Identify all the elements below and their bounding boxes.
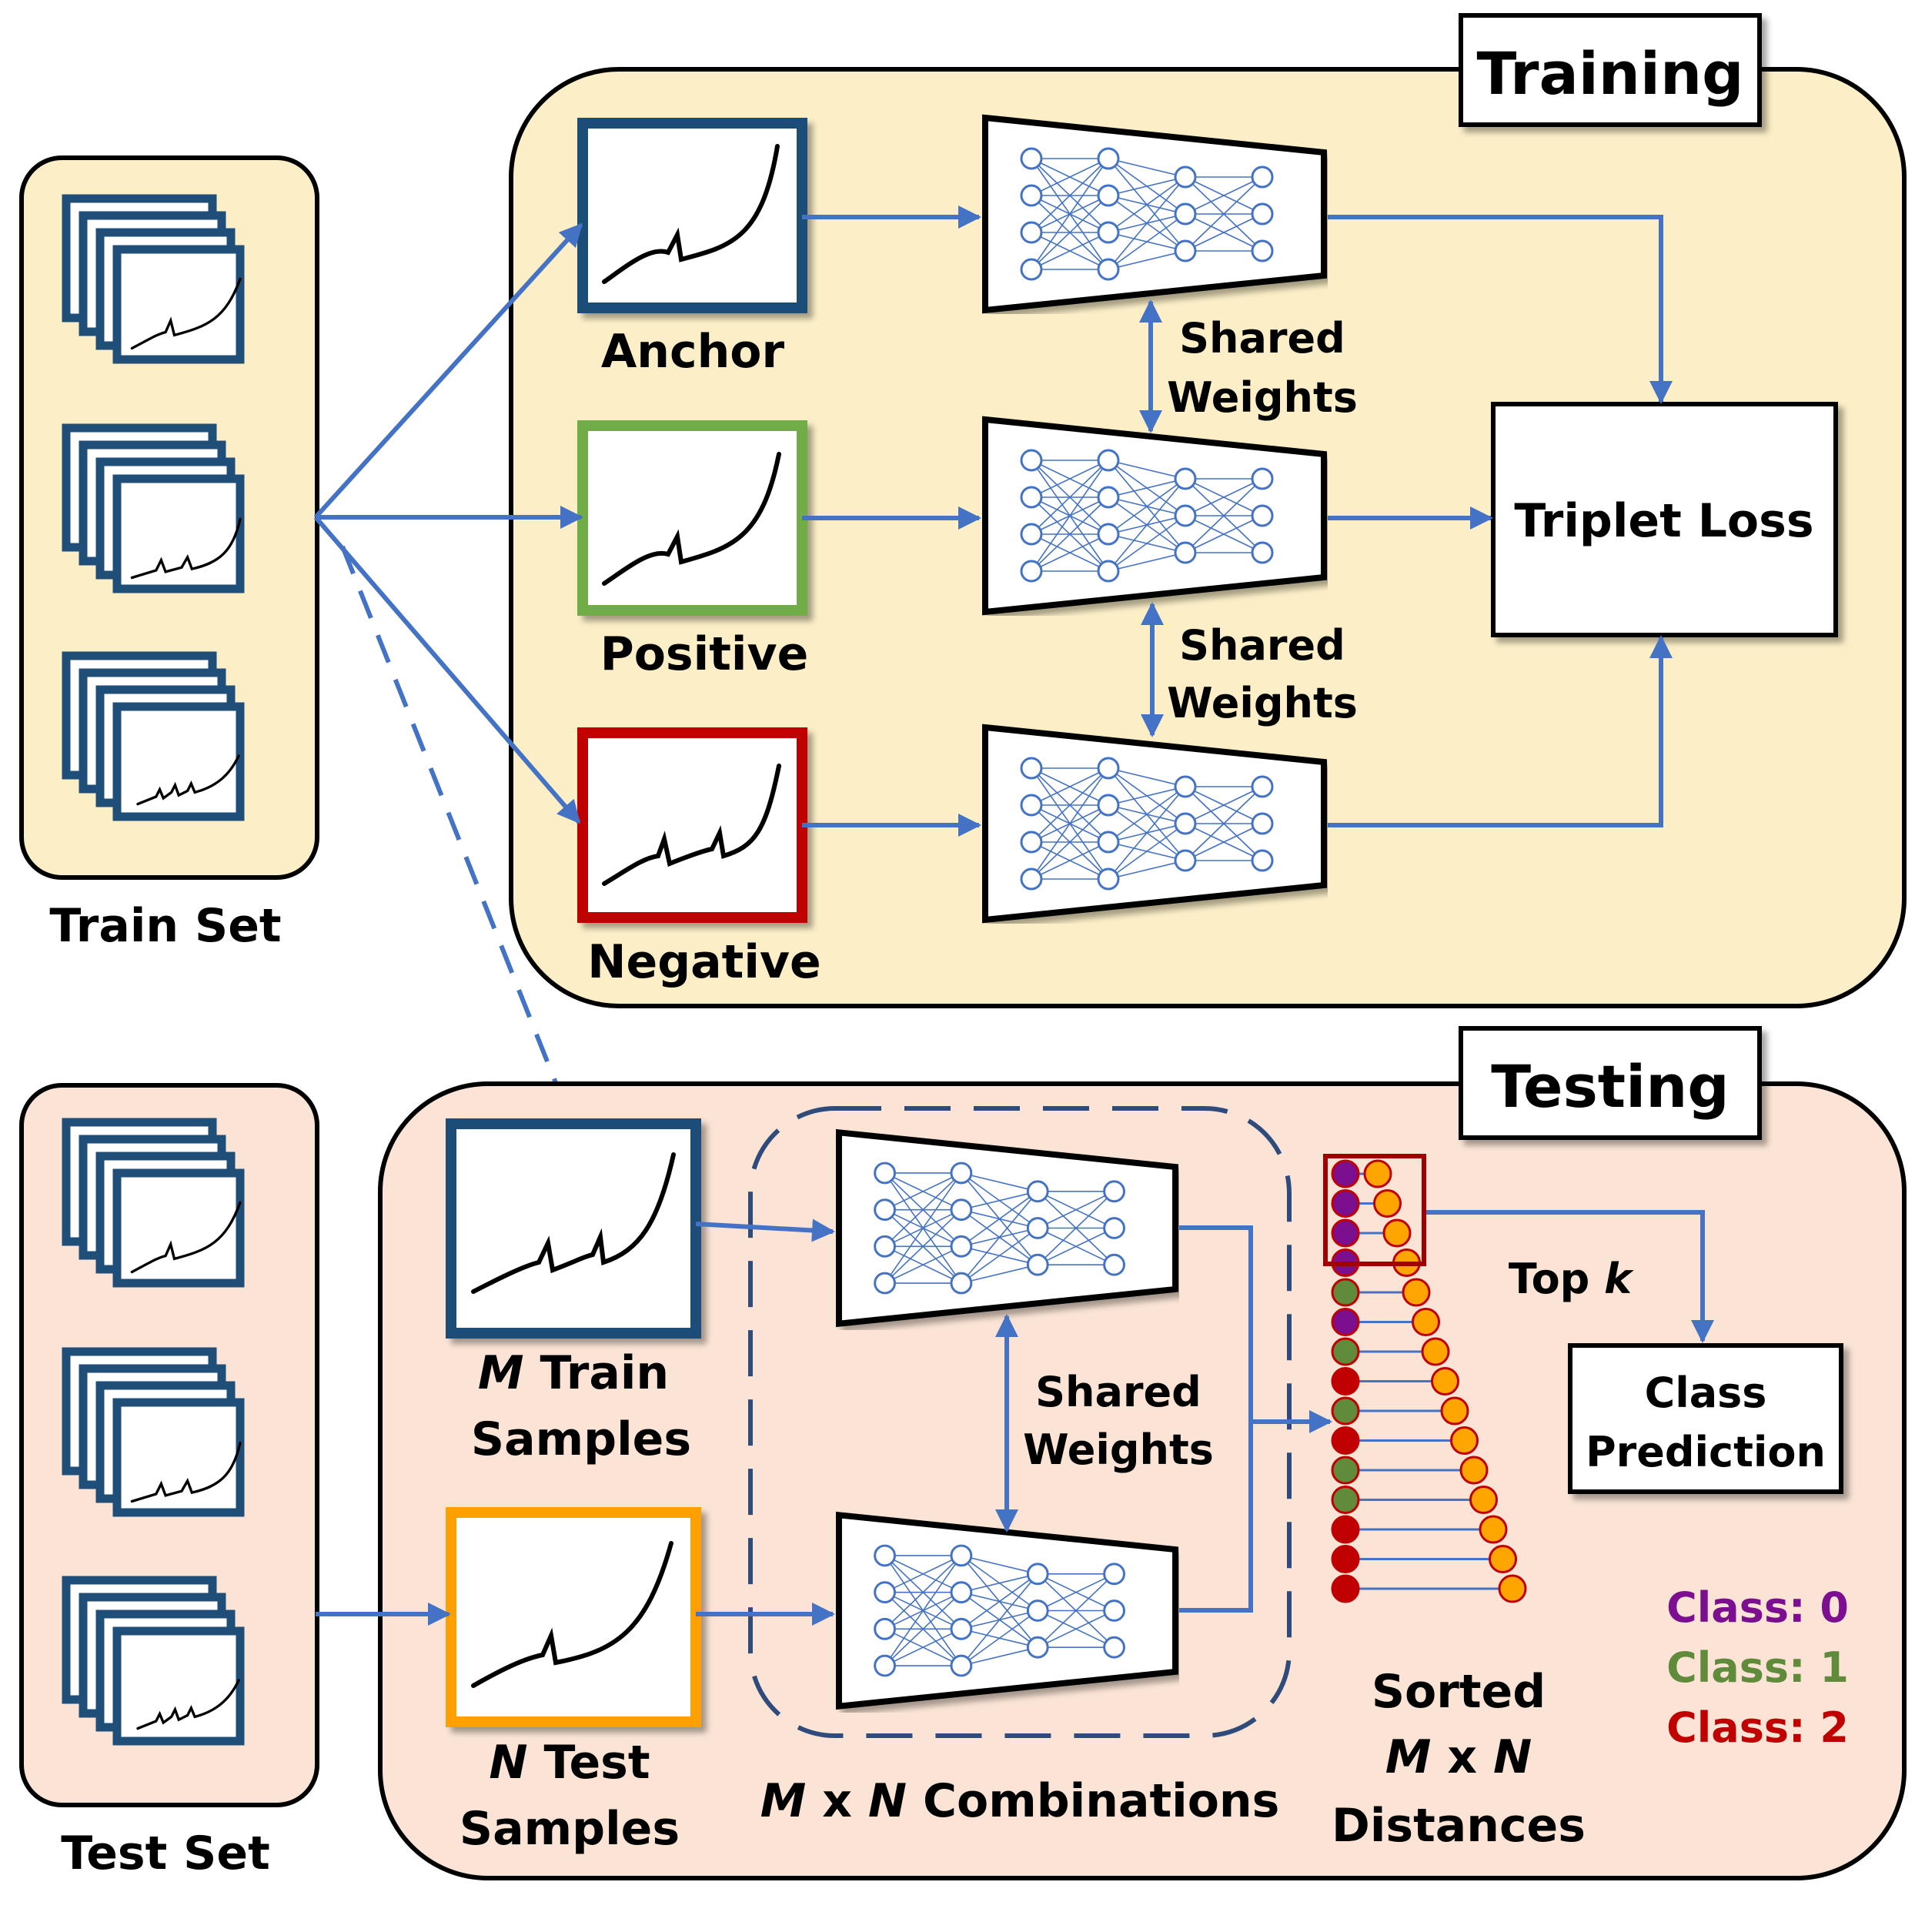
distance-class-dot (1331, 1159, 1360, 1188)
test-train-network (839, 1132, 1175, 1323)
distance-pair (1331, 1308, 1440, 1336)
distance-class-dot (1331, 1515, 1360, 1544)
anchor-network (985, 118, 1324, 310)
legend-class-2: Class: 2 (1666, 1703, 1849, 1752)
distance-class-dot (1331, 1545, 1360, 1573)
distance-class-dot (1331, 1218, 1360, 1248)
test-shared-weights-line1: Shared (1035, 1368, 1201, 1416)
negative-sample (577, 727, 807, 923)
anchor-sample (577, 118, 807, 313)
distance-pair (1331, 1426, 1479, 1455)
n-test-sample (446, 1507, 701, 1727)
sorted-distances-line3: Distances (1332, 1799, 1586, 1853)
train-set-stack-2 (62, 423, 245, 593)
m-train-samples-line2: Samples (471, 1412, 691, 1466)
distance-value-dot (1412, 1308, 1440, 1336)
distance-class-dot (1331, 1574, 1360, 1603)
distance-pair (1331, 1456, 1489, 1485)
test-test-network (839, 1515, 1175, 1706)
distance-value-dot (1373, 1189, 1402, 1218)
positive-sample (577, 420, 807, 616)
sorted-distances-line1: Sorted (1372, 1665, 1546, 1719)
test-set-stack-3 (62, 1576, 245, 1746)
distance-value-dot (1450, 1426, 1479, 1455)
distance-pair (1331, 1367, 1459, 1396)
positive-label: Positive (600, 627, 809, 681)
distance-class-dot (1331, 1367, 1360, 1396)
top-k-highlight (1323, 1154, 1426, 1266)
sorted-distances-line2: M x N (1385, 1730, 1532, 1784)
distance-class-dot (1331, 1486, 1360, 1514)
class-prediction-box (1568, 1343, 1843, 1494)
class-prediction-line1: Class (1645, 1369, 1767, 1417)
m-train-samples-line1: M Train (478, 1346, 669, 1400)
distance-pair (1331, 1515, 1508, 1544)
distance-pair (1331, 1218, 1412, 1248)
distance-value-dot (1459, 1456, 1489, 1485)
shared-weights-1-line1: Shared (1179, 314, 1345, 363)
distance-value-dot (1440, 1396, 1469, 1426)
test-set-stack-1 (62, 1118, 245, 1288)
distance-class-dot (1331, 1426, 1360, 1455)
positive-network (985, 419, 1324, 612)
distance-class-dot (1331, 1189, 1360, 1218)
testing-title-box: Testing (1459, 1026, 1762, 1140)
distance-pair (1331, 1396, 1469, 1426)
testing-panel (378, 1081, 1907, 1880)
m-train-sample (446, 1118, 701, 1339)
anchor-label: Anchor (601, 325, 785, 379)
test-set-stack-2 (62, 1347, 245, 1517)
distance-pair (1331, 1278, 1431, 1307)
distance-value-dot (1479, 1515, 1508, 1544)
distance-pair (1331, 1486, 1498, 1514)
distance-value-dot (1382, 1218, 1412, 1248)
distance-value-dot (1402, 1278, 1431, 1307)
negative-network (985, 727, 1324, 920)
sorted-distances (1331, 1159, 1527, 1603)
test-set-label: Test Set (61, 1827, 270, 1880)
legend-class-0: Class: 0 (1666, 1583, 1849, 1632)
train-to-test-dashed-arrow (340, 545, 573, 1120)
top-k-label: Top k (1509, 1255, 1634, 1303)
n-test-samples-line2: Samples (460, 1802, 680, 1856)
distance-class-dot (1331, 1396, 1360, 1426)
distance-value-dot (1469, 1486, 1498, 1514)
distance-pair (1331, 1189, 1402, 1218)
distance-value-dot (1421, 1337, 1450, 1366)
train-set-stack-1 (62, 194, 245, 364)
distance-value-dot (1489, 1545, 1517, 1573)
training-title: Training (1477, 39, 1744, 108)
distance-value-dot (1363, 1159, 1392, 1188)
distance-class-dot (1331, 1456, 1360, 1485)
legend-class-1: Class: 1 (1666, 1643, 1849, 1692)
shared-weights-2-line2: Weights (1167, 679, 1358, 727)
triplet-loss-box (1491, 402, 1838, 637)
train-set-stack-3 (62, 651, 245, 821)
training-title-box: Training (1459, 13, 1762, 127)
negative-label: Negative (587, 935, 820, 989)
distance-class-dot (1331, 1278, 1360, 1307)
distance-class-dot (1331, 1337, 1360, 1366)
testing-arrows (316, 1210, 1714, 1626)
distance-class-dot (1331, 1308, 1360, 1336)
distance-pair (1331, 1337, 1450, 1366)
shared-weights-1-line2: Weights (1167, 373, 1358, 422)
n-test-samples-line1: N Test (489, 1736, 650, 1790)
training-arrows (313, 206, 1673, 837)
shared-weights-2-line1: Shared (1179, 621, 1345, 670)
distance-pair (1331, 1545, 1517, 1573)
testing-title: Testing (1491, 1052, 1729, 1121)
train-set-label: Train Set (49, 899, 281, 953)
combinations-label: M x N Combinations (760, 1774, 1280, 1828)
class-prediction-line2: Prediction (1586, 1428, 1826, 1476)
distance-value-dot (1431, 1367, 1459, 1396)
test-shared-weights-line2: Weights (1023, 1426, 1214, 1474)
distance-value-dot (1498, 1574, 1527, 1603)
distance-pair (1331, 1159, 1392, 1188)
triplet-loss-label: Triplet Loss (1514, 494, 1813, 548)
distance-pair (1331, 1574, 1527, 1603)
